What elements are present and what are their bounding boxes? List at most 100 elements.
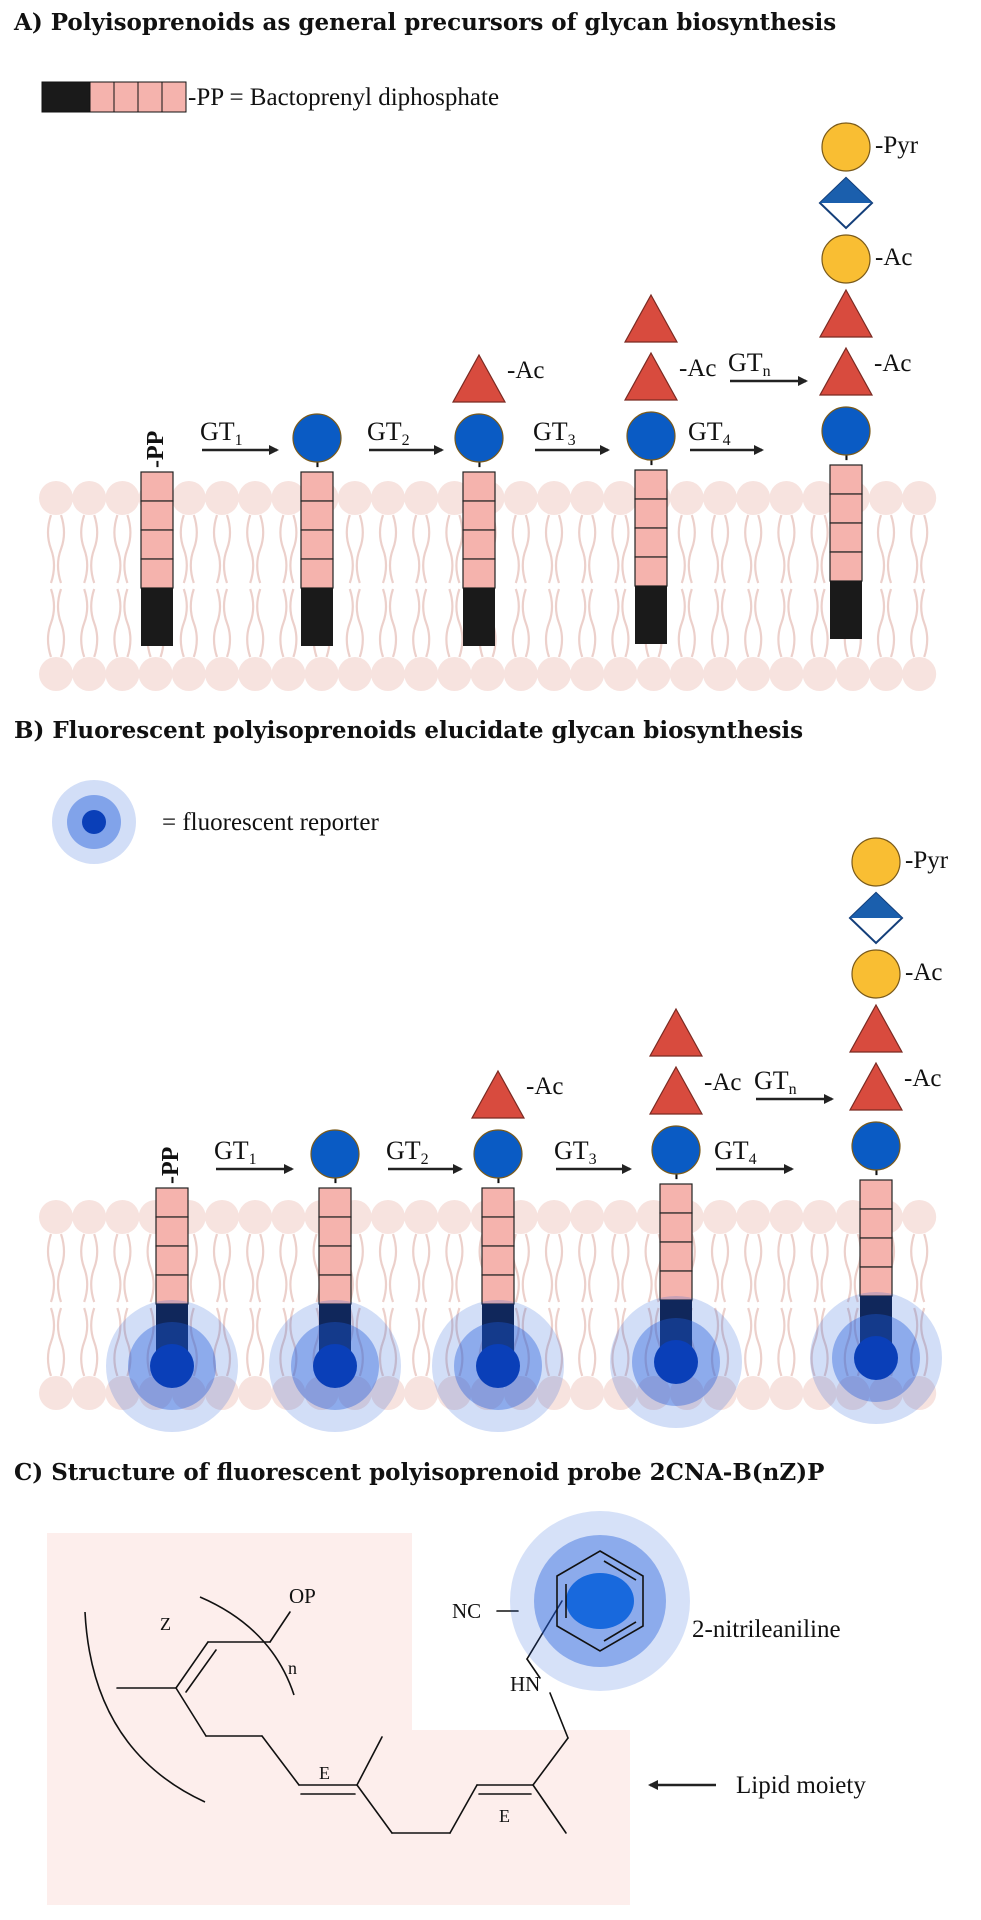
lipid-tail: [710, 514, 720, 584]
lipid-tail: [355, 1233, 364, 1303]
enzyme-label: GT4: [714, 1136, 757, 1168]
lipid-tail: [289, 514, 298, 584]
enzyme-subscript: n: [789, 1081, 797, 1098]
enzyme-subscript: 1: [235, 432, 243, 449]
lipid-head: [802, 657, 837, 691]
lipid-tail: [644, 1307, 653, 1377]
lipid-tail: [289, 588, 298, 658]
isoprene-unit: [318, 1187, 352, 1218]
lipid-tail: [744, 1233, 753, 1303]
lipid-tail: [677, 588, 686, 658]
lipid-tail: [355, 1307, 364, 1377]
enzyme-subscript: n: [763, 363, 771, 380]
lipid-tail: [611, 1233, 620, 1303]
lipid-tail: [621, 1233, 630, 1303]
bactoprenyl-legend-text: -PP = Bactoprenyl diphosphate: [188, 84, 499, 111]
isoprenoid-anchor: [141, 588, 173, 646]
lipid-tail: [378, 514, 388, 584]
lipid-tail: [886, 588, 896, 658]
lipid-tail: [256, 1233, 265, 1303]
aniline-fluorophore: [510, 1511, 690, 1691]
lipid-tail: [256, 588, 265, 658]
lipid-head: [603, 1200, 638, 1234]
lipid-tail: [345, 588, 354, 658]
galactose-circle: [851, 949, 901, 999]
isoprene-unit: [659, 1241, 693, 1272]
lipid-tail: [843, 1307, 852, 1377]
lipid-tail: [90, 514, 99, 584]
lipid-head: [470, 657, 505, 691]
lipid-tail: [544, 1307, 554, 1377]
lipid-tail: [611, 588, 620, 658]
galactose-circle: [851, 837, 901, 887]
lipid-tail: [710, 1307, 720, 1377]
lipid-head: [72, 481, 107, 515]
lipid-tail: [554, 1307, 564, 1377]
lipid-tail: [554, 1233, 564, 1303]
biosynthesis-step: -PP--Ac: [432, 1069, 564, 1432]
benzene-ring: [556, 1550, 644, 1652]
lipid-tail: [412, 1307, 421, 1377]
lipid-tail: [46, 1307, 56, 1377]
reporter-core: [313, 1344, 357, 1388]
enzyme-label: GTn: [728, 348, 771, 380]
lipid-tail: [720, 514, 730, 584]
isoprene-unit: [829, 493, 863, 524]
lipid-tail: [222, 1307, 232, 1377]
lipid-head: [371, 1200, 405, 1234]
isoprene-unit: [829, 522, 863, 553]
lipid-head: [238, 1376, 273, 1410]
aniline-label: 2-nitrileaniline: [692, 1616, 841, 1643]
lipid-tail: [810, 514, 819, 584]
lipid-tail: [222, 514, 232, 584]
lipid-head: [205, 481, 239, 515]
diamond-upper-half: [850, 893, 902, 918]
isoprene-unit: [829, 551, 863, 582]
lipid-tail: [820, 1233, 829, 1303]
isoprene-unit: [462, 529, 496, 560]
enzyme-label: GT1: [200, 417, 243, 449]
lipid-head: [570, 1376, 605, 1410]
lipid-tail: [787, 514, 796, 584]
lipid-head: [238, 1200, 273, 1234]
isoprene-unit: [300, 471, 334, 502]
lipid-head: [39, 1200, 73, 1234]
lipid-tail: [521, 1233, 530, 1303]
enzyme-label: GT3: [554, 1136, 597, 1168]
lipid-tail: [521, 588, 530, 658]
lipid-tail: [554, 514, 564, 584]
enzyme-label: GT1: [214, 1136, 257, 1168]
isoprene-unit: [659, 1270, 693, 1301]
lipid-tail: [80, 1307, 89, 1377]
lipid-tail: [256, 514, 265, 584]
lipid-tail: [544, 514, 554, 584]
enzyme-subscript: 3: [589, 1151, 597, 1168]
bactoprenyl-legend: -PP = Bactoprenyl diphosphate: [41, 81, 499, 113]
reporter-legend-text: = fluorescent reporter: [162, 809, 379, 836]
isoprene-unit: [634, 556, 668, 587]
lipid-head: [437, 1376, 472, 1410]
lipid-head: [205, 1376, 239, 1410]
lipid-tail: [544, 588, 554, 658]
acetyl-label: -Ac: [875, 244, 912, 271]
lipid-tail: [189, 588, 198, 658]
lipid-tail: [345, 514, 354, 584]
lipid-tail: [720, 1307, 730, 1377]
lipid-tail: [521, 1307, 530, 1377]
lipid-tail: [687, 514, 696, 584]
lipid-tail: [123, 1233, 132, 1303]
lipid-tail: [422, 588, 431, 658]
lipid-tail: [246, 1307, 255, 1377]
lipid-tail: [886, 514, 896, 584]
lipid-head: [503, 1376, 538, 1410]
lipid-tail: [56, 1307, 66, 1377]
lipid-head: [603, 1376, 638, 1410]
lipid-head: [636, 657, 671, 691]
lipid-tail: [910, 514, 919, 584]
legend-anchor-block: [41, 81, 91, 113]
triangle-sugar: [451, 353, 507, 403]
lipid-head: [238, 481, 273, 515]
isoprene-unit: [140, 500, 174, 531]
legend-isoprene-units: [89, 81, 187, 113]
